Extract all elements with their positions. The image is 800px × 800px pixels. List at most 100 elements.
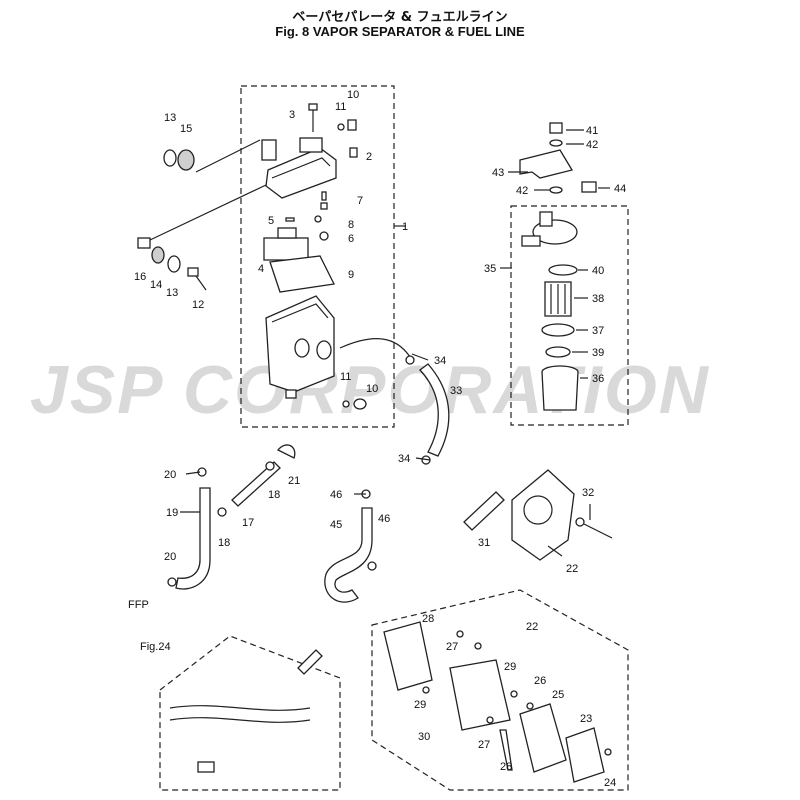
hose-33 [419, 363, 450, 457]
callout-13b: 13 [166, 287, 178, 299]
plug-10b [353, 398, 367, 410]
callout-13a: 13 [164, 112, 176, 124]
washer-13a [163, 149, 177, 167]
hose-17 [231, 461, 281, 507]
callout-45: 45 [330, 519, 342, 531]
nut-41 [549, 122, 563, 134]
callout-11a: 11 [335, 101, 346, 113]
callout-20b: 20 [164, 551, 176, 563]
callout-12: 12 [192, 299, 204, 311]
clamp-34a [405, 355, 415, 365]
callout-28a: 28 [422, 613, 434, 625]
hose-19 [175, 487, 211, 590]
watermark: JSP CORPORATION [30, 352, 710, 428]
spring-6 [319, 231, 329, 241]
callout-27b: 27 [478, 739, 490, 751]
washer-42b [549, 186, 563, 194]
callout-14: 14 [150, 279, 162, 291]
callout-29b: 29 [414, 699, 426, 711]
callout-8: 8 [348, 219, 354, 231]
fitting-fig24 [297, 649, 323, 675]
ffp-label: FFP [128, 599, 149, 611]
callout-28b: 28 [500, 761, 512, 773]
callout-34b: 34 [398, 453, 410, 465]
o-ring-37 [541, 323, 575, 337]
clip-8 [314, 215, 322, 223]
hose-link-33 [339, 338, 413, 361]
callout-11b: 11 [340, 371, 351, 383]
washer-11 [337, 123, 345, 131]
bolt-44 [581, 181, 597, 193]
callout-23: 23 [580, 713, 592, 725]
callout-24: 24 [604, 777, 616, 789]
callout-32: 32 [582, 487, 594, 499]
pump-cover-30 [383, 621, 433, 691]
clamp-20b [167, 577, 177, 587]
fuel-filter-group-box [510, 205, 629, 426]
fig24-connector [197, 761, 215, 773]
callout-22b: 22 [526, 621, 538, 633]
spring-26 [526, 702, 534, 710]
grommet-15 [177, 149, 195, 171]
bracket-43 [519, 149, 574, 179]
callout-10a: 10 [347, 89, 359, 101]
callout-9: 9 [348, 269, 354, 281]
callout-33: 33 [450, 385, 462, 397]
page-title-jp: ベーパセパレータ & フュエルライン [292, 10, 508, 25]
float-4 [263, 227, 309, 261]
callout-18b: 18 [218, 537, 230, 549]
fuel-pump-22 [511, 469, 575, 561]
clamp-18b [217, 507, 227, 517]
fuel-pump-exploded-box [371, 589, 629, 791]
callout-19: 19 [166, 507, 178, 519]
screw-2 [349, 147, 358, 158]
plug-10 [347, 119, 357, 131]
callout-42a: 42 [586, 139, 598, 151]
gasket-31 [463, 491, 505, 531]
callout-43: 43 [492, 167, 504, 179]
separator-body [265, 295, 335, 399]
bolt-12 [187, 267, 207, 291]
pump-body [449, 659, 511, 731]
callout-7: 7 [357, 195, 363, 207]
pump-cap-23 [565, 727, 605, 783]
washer-11b [342, 400, 350, 408]
fig24-reference-box [159, 635, 341, 791]
callout-35: 35 [484, 263, 496, 275]
hose-45 [324, 507, 373, 603]
needle-valve-7 [320, 191, 328, 210]
callout-17: 17 [242, 517, 254, 529]
washer-13b [167, 255, 181, 273]
diaphragm-25 [519, 703, 567, 773]
screw-29a [422, 686, 430, 694]
callout-1: 1 [402, 221, 408, 233]
separator-cover [261, 137, 337, 199]
callout-25: 25 [552, 689, 564, 701]
filter-cup-36 [541, 365, 579, 411]
gasket-9 [269, 255, 335, 293]
callout-21: 21 [288, 475, 300, 487]
callout-38: 38 [592, 293, 604, 305]
fig24-outline-2 [169, 717, 311, 723]
leader-lines [180, 129, 610, 557]
callout-6: 6 [348, 233, 354, 245]
callout-16: 16 [134, 271, 146, 283]
callout-44: 44 [614, 183, 626, 195]
pin-5 [285, 217, 295, 222]
callout-27a: 27 [446, 641, 458, 653]
callout-31: 31 [478, 537, 490, 549]
screw-29b [510, 690, 518, 698]
vapor-separator-group-box [240, 85, 395, 428]
callout-46a: 46 [330, 489, 342, 501]
fig24-label: Fig.24 [140, 641, 171, 653]
page-title: Fig. 8 VAPOR SEPARATOR & FUEL LINE [275, 24, 525, 39]
screw-24 [604, 748, 612, 756]
callout-39: 39 [592, 347, 604, 359]
valve-27a [474, 642, 482, 650]
washer-42a [549, 139, 563, 147]
callout-30: 30 [418, 731, 430, 743]
clip-21 [276, 444, 296, 459]
filter-element-38 [544, 281, 572, 317]
filter-head [521, 211, 578, 247]
